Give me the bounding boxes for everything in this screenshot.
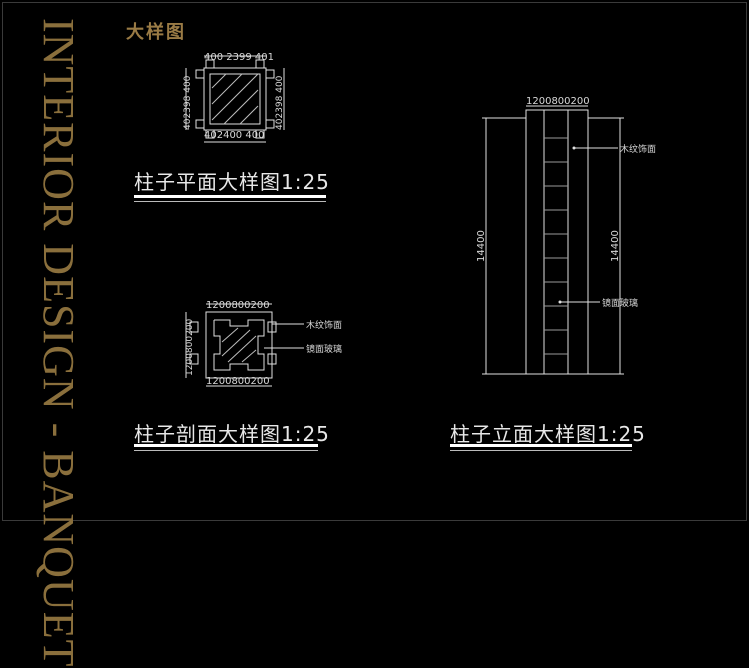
elevation-dim-top: 1200800200 bbox=[526, 96, 590, 107]
plan-caption: 柱子平面大样图1:25 bbox=[134, 170, 330, 194]
section-caption: 柱子剖面大样图1:25 bbox=[134, 422, 330, 446]
section-detail: 1200800200 1200800200 1200800200 木纹饰面 镜面… bbox=[185, 300, 342, 387]
section-dim-left: 1200800200 bbox=[185, 318, 195, 376]
elevation-leader-dot-wood bbox=[572, 146, 576, 150]
elevation-caption: 柱子立面大样图1:25 bbox=[450, 422, 646, 446]
elevation-underline-thin bbox=[450, 450, 632, 451]
elevation-label-wood: 木纹饰面 bbox=[620, 143, 656, 155]
elevation-leader-dot-glass bbox=[558, 300, 562, 304]
plan-underline bbox=[134, 195, 326, 198]
section-label-glass: 镜面玻璃 bbox=[306, 343, 342, 355]
corner-title: 大样图 bbox=[126, 22, 186, 43]
section-dim-top: 1200800200 bbox=[206, 300, 270, 311]
elevation-height-right: 14400 bbox=[610, 230, 621, 262]
plan-detail: 400 2399 401 402400 400 402398 400 40239… bbox=[183, 52, 285, 143]
plan-underline-thin bbox=[134, 201, 326, 202]
elevation-height-left: 14400 bbox=[476, 230, 487, 262]
elevation-label-glass: 镜面玻璃 bbox=[602, 297, 638, 309]
section-underline-thin bbox=[134, 450, 318, 451]
plan-dim-top: 400 2399 401 bbox=[204, 52, 274, 63]
section-label-wood: 木纹饰面 bbox=[306, 319, 342, 331]
section-underline bbox=[134, 444, 318, 447]
section-dim-bottom: 1200800200 bbox=[206, 376, 270, 387]
side-title: INTERIOR DESIGN - BANQUET bbox=[34, 18, 83, 668]
plan-dim-bottom: 402400 400 bbox=[204, 130, 264, 141]
drawing-frame bbox=[2, 2, 747, 521]
elevation-underline bbox=[450, 444, 632, 447]
plan-dim-left: 402398 400 bbox=[183, 75, 193, 130]
plan-dim-right: 402398 400 bbox=[275, 75, 285, 130]
elevation-detail: 1200800200 14400 14400 木纹饰面 镜面玻璃 bbox=[476, 96, 656, 375]
